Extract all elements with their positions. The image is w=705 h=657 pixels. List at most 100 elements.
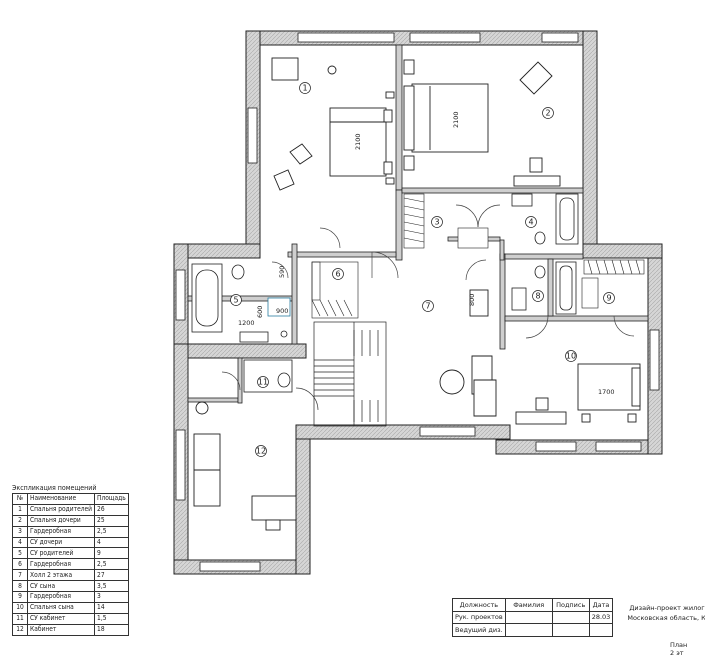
stamp-signature: [551, 623, 590, 637]
row-name: Спальня дочери: [26, 514, 96, 527]
shower-depth-dim: 600: [256, 306, 264, 318]
room-number-7: 7: [425, 302, 430, 311]
row-number: 5: [12, 547, 28, 560]
room-number-4: 4: [528, 218, 533, 227]
bath-width-dim: 1200: [238, 319, 255, 327]
row-number: 1: [12, 503, 28, 516]
row-name: СУ родителей: [26, 547, 96, 560]
stamp-header-row: Должность Фамилия Подпись Дата: [452, 598, 614, 612]
room-number-labels: 1 2 3 4 5 6 7 8 9 10 11 12: [233, 84, 611, 456]
stamp-header-position: Должность: [452, 598, 506, 612]
row-area: 25: [94, 514, 129, 527]
windows: [175, 32, 660, 572]
row-number: 3: [12, 525, 28, 538]
room-number-1: 1: [302, 84, 307, 93]
row-name: Гардеробная: [26, 525, 96, 538]
stamp-position: Рук. проектов: [452, 610, 506, 624]
stamp-surname: [504, 623, 553, 637]
stamp-surname: [504, 610, 553, 624]
title-block: Должность Фамилия Подпись Дата Рук. прое…: [452, 598, 705, 657]
room-numbers: [230, 82, 615, 457]
row-number: 8: [12, 580, 28, 593]
row-number: 4: [12, 536, 28, 549]
row-name: Холл 2 этажа: [26, 569, 96, 582]
row-area: 9: [94, 547, 129, 560]
row-area: 2,5: [94, 525, 129, 538]
bed-parents-dim: 2100: [354, 133, 362, 150]
project-line-1: Дизайн-проект жилого: [629, 604, 705, 612]
room-number-6: 6: [335, 270, 340, 279]
row-number: 7: [12, 569, 28, 582]
stamp-signature: [551, 610, 590, 624]
row-name: Спальня сына: [26, 601, 96, 614]
stamp-date: [588, 623, 614, 637]
stamp-row: Ведущий диз.: [452, 623, 614, 637]
staircase: [313, 321, 387, 427]
stamp-row: Рук. проектов 28.03: [452, 610, 614, 624]
stamp-date: 28.03: [588, 610, 614, 624]
row-number: 9: [12, 591, 28, 603]
interior-walls: [187, 44, 649, 404]
room-number-11: 11: [258, 378, 268, 387]
stamp-header-signature: Подпись: [551, 598, 590, 612]
project-line-2: Московская область, КП: [627, 614, 705, 622]
row-area: 18: [94, 623, 129, 636]
room-number-10: 10: [566, 352, 576, 361]
room-12-furniture: [193, 401, 297, 531]
room-9-wardrobe: [581, 259, 645, 309]
row-area: 14: [94, 601, 129, 614]
explication-header-row: № Наименование Площадь: [12, 493, 129, 505]
room-number-3: 3: [434, 218, 439, 227]
sheet-title: План 2 эт: [670, 641, 688, 657]
bed-son-dim: 1700: [598, 388, 615, 396]
room-6-wardrobe: [311, 261, 359, 319]
room-number-2: 2: [545, 109, 550, 118]
row-area: 27: [94, 569, 129, 582]
row-area: 1,5: [94, 612, 129, 625]
header-name: Наименование: [26, 493, 96, 505]
vanity-dim: 590: [278, 266, 286, 278]
row-name: СУ сына: [26, 580, 96, 593]
room-number-9: 9: [606, 294, 611, 303]
room-explication: Экспликация помещений № Наименование Пло…: [12, 484, 129, 636]
shower-width-dim: 900: [276, 307, 288, 315]
hall-passage-dim: 800: [468, 294, 476, 306]
room-3-wardrobe: [403, 193, 489, 249]
header-number: №: [12, 493, 28, 505]
room-number-12: 12: [256, 447, 266, 456]
room-2-furniture: [403, 59, 561, 187]
stamp-table: Должность Фамилия Подпись Дата Рук. прое…: [452, 598, 614, 637]
row-name: СУ дочери: [26, 536, 96, 549]
room-8-bath: [511, 261, 577, 315]
project-title: Дизайн-проект жилого Московская область,…: [624, 603, 705, 623]
header-area: Площадь: [94, 493, 129, 505]
room-4-bath: [511, 193, 579, 245]
room-5-bath: [191, 263, 291, 343]
row-number: 11: [12, 612, 28, 625]
row-name: Гардеробная: [26, 558, 96, 571]
row-area: 2,5: [94, 558, 129, 571]
stamp-header-date: Дата: [588, 598, 614, 612]
explication-title: Экспликация помещений: [12, 484, 97, 492]
room-10-furniture: [515, 363, 641, 425]
room-number-5: 5: [233, 296, 238, 305]
row-area: 26: [94, 503, 129, 516]
room-7-hall: [439, 289, 497, 417]
row-number: 12: [12, 623, 28, 636]
room-1-furniture: [271, 57, 395, 191]
